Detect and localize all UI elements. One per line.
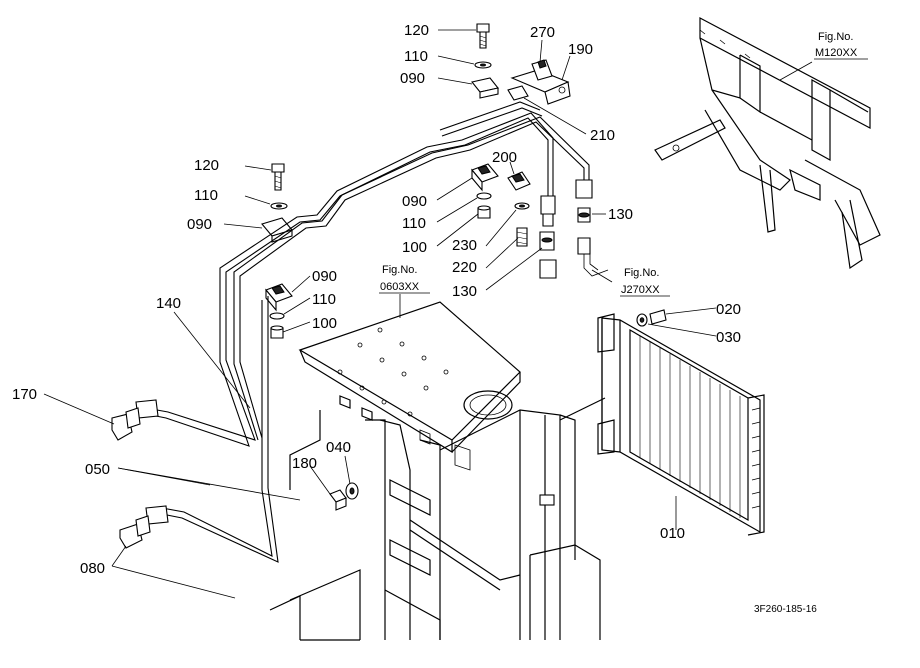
oil-cooler (597, 313, 765, 536)
hydraulic-pipes (145, 101, 590, 563)
valve-bracket (507, 59, 571, 105)
elbow-fittings (111, 399, 169, 549)
label-090-middle: 090 (402, 193, 427, 210)
label-230: 230 (452, 237, 477, 254)
bolt-stack-top (471, 23, 499, 99)
drawing-code: 3F260-185-16 (754, 604, 817, 615)
bolt-stack-left (261, 163, 293, 243)
label-110-top: 110 (404, 48, 428, 65)
bolt-180-washer-040 (329, 482, 359, 511)
main-frame (269, 397, 606, 641)
label-050: 050 (85, 461, 110, 478)
label-110-left: 110 (194, 187, 218, 204)
label-120-top: 120 (404, 22, 429, 39)
leader-lines (43, 29, 813, 599)
support-plate (298, 301, 521, 454)
label-080: 080 (80, 560, 105, 577)
label-220: 220 (452, 259, 477, 276)
fig-ref-j270-number: J270XX (621, 284, 660, 296)
label-180: 180 (292, 455, 317, 472)
label-010: 010 (660, 525, 685, 542)
label-090-left: 090 (187, 216, 212, 233)
label-100-middle: 100 (402, 239, 427, 256)
clamp-stack-middle (471, 163, 531, 247)
bolt-020-washer-030 (636, 309, 667, 327)
fig-ref-0603-caption: Fig.No. (382, 264, 417, 276)
label-170: 170 (12, 386, 37, 403)
label-190: 190 (568, 41, 593, 58)
label-200: 200 (492, 149, 517, 166)
label-030: 030 (716, 329, 741, 346)
fig-ref-0603-number: 0603XX (380, 281, 420, 293)
front-frame-assembly (654, 17, 881, 270)
label-130-right: 130 (608, 206, 633, 223)
figure-references: Fig.No. M120XX Fig.No. 0603XX Fig.No. J2… (379, 31, 868, 318)
label-120-left: 120 (194, 157, 219, 174)
part-labels: 120 110 090 270 190 210 120 110 090 090 … (12, 22, 741, 577)
label-110-middle: 110 (402, 215, 426, 232)
label-020: 020 (716, 301, 741, 318)
label-110-lower: 110 (312, 291, 336, 308)
label-100-lower: 100 (312, 315, 337, 332)
pipe-fittings (539, 179, 609, 279)
fig-ref-m120-number: M120XX (815, 47, 858, 59)
label-130-lower: 130 (452, 283, 477, 300)
fig-ref-m120-caption: Fig.No. (818, 31, 853, 43)
label-090-lower: 090 (312, 268, 337, 285)
clamp-stack-lower (265, 283, 293, 339)
label-040: 040 (326, 439, 351, 456)
label-270: 270 (530, 24, 555, 41)
label-140: 140 (156, 295, 181, 312)
fig-ref-j270-caption: Fig.No. (624, 267, 659, 279)
label-090-top: 090 (400, 70, 425, 87)
label-210: 210 (590, 127, 615, 144)
